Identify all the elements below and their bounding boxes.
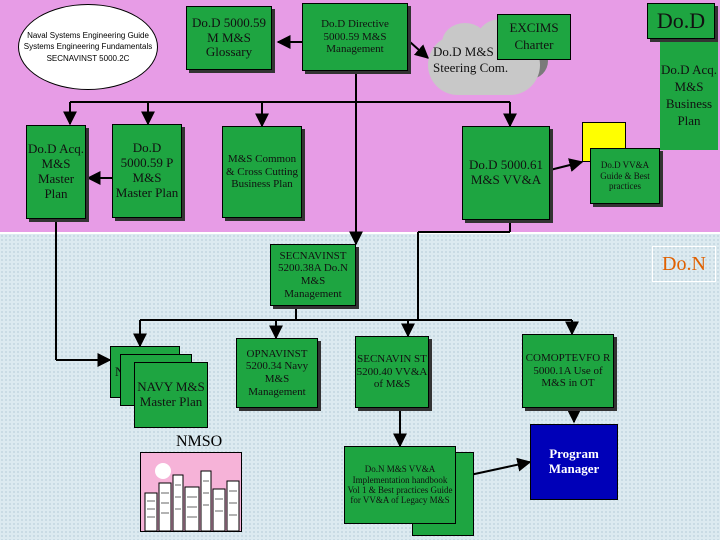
secnavin-vva-box: SECNAVIN ST 5200.40 VV&A of M&S [355,336,429,408]
glossary-text: Do.D 5000.59 M M&S Glossary [191,14,267,60]
glossary-box: Do.D 5000.59 M M&S Glossary [186,6,272,70]
dod-label-box: Do.D [647,3,715,39]
business-plan-text: Do.D Acq. M&S Business Plan [661,62,717,128]
business-plan-box: Do.D Acq. M&S Business Plan [660,42,718,150]
steering-text: Do.D M&S Steering Com. [433,44,509,76]
handbook-box: Do.N M&S VV&A Implementation handbook Vo… [344,446,456,524]
directive-box: Do.D Directive 5000.59 M&S Management [302,3,408,71]
comoptevfor-box: COMOPTEVFO R 5000.1A Use of M&S in OT [522,334,614,408]
don-label: Do.N [652,246,716,282]
directive-text: Do.D Directive 5000.59 M&S Management [321,18,389,56]
opnavinst-box: OPNAVINST 5200.34 Navy M&S Management [236,338,318,408]
secnavinst-text: SECNAVINST 5200.38A Do.N M&S Management [278,249,348,300]
naval-guide-text: Naval Systems Engineering Guide Systems … [23,30,153,63]
excims-box: EXCIMS Charter [497,14,571,60]
navy-master-text: NAVY M&S Master Plan [137,379,205,409]
handbook-text: Do.N M&S VV&A Implementation handbook Vo… [347,464,453,506]
navy-stack-back-text: N [115,364,124,380]
dod-label-text: Do.D [656,8,706,34]
secnavinst-box: SECNAVINST 5200.38A Do.N M&S Management [270,244,356,306]
secnavin-vva-text: SECNAVIN ST 5200.40 VV&A of M&S [356,353,428,391]
program-manager-text: Program Manager [548,446,600,476]
navy-master-box: NAVY M&S Master Plan [134,362,208,428]
master-plan-box: Do.D Acq. M&S Master Plan [26,125,86,219]
common-plan-box: M&S Common & Cross Cutting Business Plan [222,126,302,218]
city-skyline-icon [140,452,242,532]
program-manager-box: Program Manager [530,424,618,500]
comoptevfor-text: COMOPTEVFO R 5000.1A Use of M&S in OT [525,352,611,390]
vva-text: Do.D 5000.61 M&S VV&A [468,157,544,187]
excims-text: EXCIMS Charter [509,20,559,52]
master-plan-text: Do.D Acq. M&S Master Plan [28,141,84,201]
opnavinst-text: OPNAVINST 5200.34 Navy M&S Management [245,347,309,398]
vva-box: Do.D 5000.61 M&S VV&A [462,126,550,220]
common-plan-text: M&S Common & Cross Cutting Business Plan [225,153,299,191]
nmso-label: NMSO [176,433,223,450]
vva-guide-box: Do.D VV&A Guide & Best practices [590,148,660,204]
p-master-plan-box: Do.D 5000.59 P M&S Master Plan [112,124,182,218]
vva-guide-text: Do.D VV&A Guide & Best practices [600,160,650,192]
naval-guide-ellipse: Naval Systems Engineering Guide Systems … [18,4,158,90]
p-master-plan-text: Do.D 5000.59 P M&S Master Plan [115,140,179,200]
